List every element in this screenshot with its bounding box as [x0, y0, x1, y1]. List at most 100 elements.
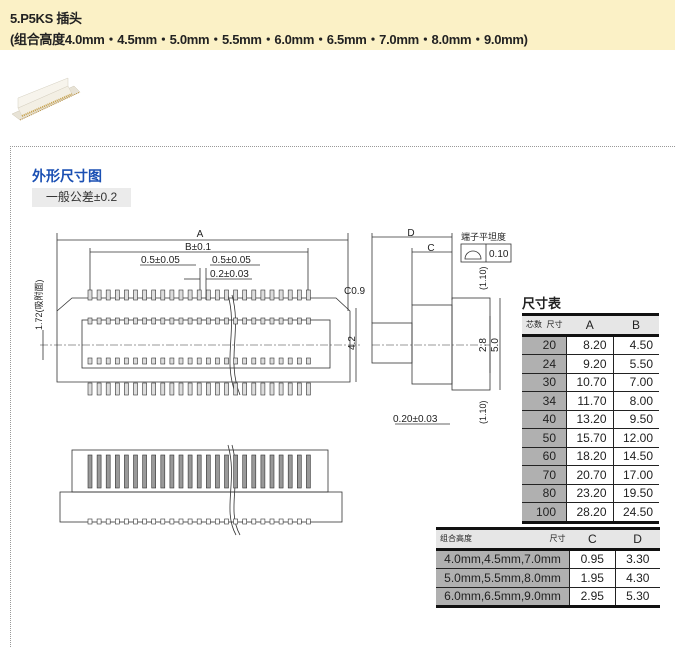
pin [133, 317, 138, 325]
dim-suction: 1.72(吸附面) [33, 279, 44, 330]
pin [151, 382, 156, 396]
terminal [187, 518, 193, 525]
product-title: 5.P5KS 插头 [10, 11, 82, 26]
pin [105, 317, 111, 325]
cell-pins: 60 [522, 447, 567, 466]
terminal [133, 518, 138, 525]
contact [115, 454, 120, 489]
pin [206, 317, 211, 325]
cell-pins: 40 [522, 410, 567, 429]
pin [160, 382, 166, 396]
pin [178, 382, 184, 396]
cell-a: 8.20 [566, 335, 614, 355]
pin [87, 317, 93, 325]
pin [196, 357, 202, 365]
pin [269, 357, 275, 365]
pin [96, 289, 102, 301]
cell-d: 4.30 [615, 568, 660, 588]
pin [242, 382, 247, 396]
pin [142, 382, 147, 396]
terminal [224, 518, 229, 525]
dim-pitch-left: 0.5±0.05 [141, 255, 180, 266]
dim-B: B±0.1 [185, 242, 211, 253]
pin [233, 317, 238, 325]
pin [260, 382, 266, 396]
terminal [96, 518, 102, 525]
dim-bottom-1-10: (1.10) [478, 400, 488, 424]
cell-a: 10.70 [566, 373, 614, 392]
pin [224, 317, 229, 325]
pin [96, 357, 102, 365]
pin [187, 289, 193, 301]
pin [133, 357, 138, 365]
pin [87, 357, 93, 365]
pin [233, 289, 238, 301]
contact [233, 454, 238, 489]
pin [215, 289, 220, 301]
dimension-drawing: A B±0.1 0.5±0.05 0.5±0.05 0.2±0.03 C0.9 … [33, 228, 512, 536]
terminal [87, 518, 93, 525]
contact [133, 454, 138, 489]
pin [260, 289, 266, 301]
cell-a: 23.20 [566, 484, 614, 503]
connector-photo [11, 77, 81, 121]
pin [251, 382, 257, 396]
pin [260, 317, 266, 325]
pin [169, 382, 175, 396]
pin [296, 289, 302, 301]
cell-b: 8.00 [613, 391, 659, 411]
pin [151, 357, 156, 365]
pin [105, 289, 111, 301]
terminal [124, 518, 129, 525]
pin [269, 289, 275, 301]
pin [187, 317, 193, 325]
cell-pins: 80 [522, 484, 567, 503]
pin [215, 357, 220, 365]
dim-5-0: 5.0 [490, 338, 501, 352]
cell-pins: 34 [522, 391, 567, 411]
pin [105, 357, 111, 365]
cell-c: 2.95 [569, 587, 616, 607]
cell-b: 7.00 [613, 373, 659, 392]
pin [142, 317, 147, 325]
pin [169, 289, 175, 301]
pin [115, 317, 120, 325]
pin [251, 317, 257, 325]
product-subtitle: (组合高度4.0mm・4.5mm・5.0mm・5.5mm・6.0mm・6.5mm… [10, 32, 528, 47]
pin [124, 289, 129, 301]
cell-d: 3.30 [615, 549, 660, 569]
pin [142, 289, 147, 301]
dim-A: A [197, 229, 204, 240]
pin [124, 357, 129, 365]
cell-a: 18.20 [566, 447, 614, 466]
pin [178, 289, 184, 301]
pin [287, 382, 293, 396]
cell-height: 6.0mm,6.5mm,9.0mm [436, 587, 570, 607]
pin [160, 289, 166, 301]
bottom-view-base [59, 491, 343, 523]
pin [224, 357, 229, 365]
pin [87, 382, 93, 396]
drawing-frame [10, 146, 675, 647]
terminal [196, 518, 202, 525]
cell-a: 28.20 [566, 502, 614, 523]
contact [178, 454, 184, 489]
pin [151, 289, 156, 301]
pin [296, 357, 302, 365]
pin [196, 289, 202, 301]
cell-d: 5.30 [615, 587, 660, 607]
pin [142, 357, 147, 365]
cell-b: 12.00 [613, 428, 659, 448]
pin [224, 382, 229, 396]
contact [224, 454, 229, 489]
terminal [169, 518, 175, 525]
contact [96, 454, 102, 489]
pin [296, 317, 302, 325]
terminal [287, 518, 293, 525]
